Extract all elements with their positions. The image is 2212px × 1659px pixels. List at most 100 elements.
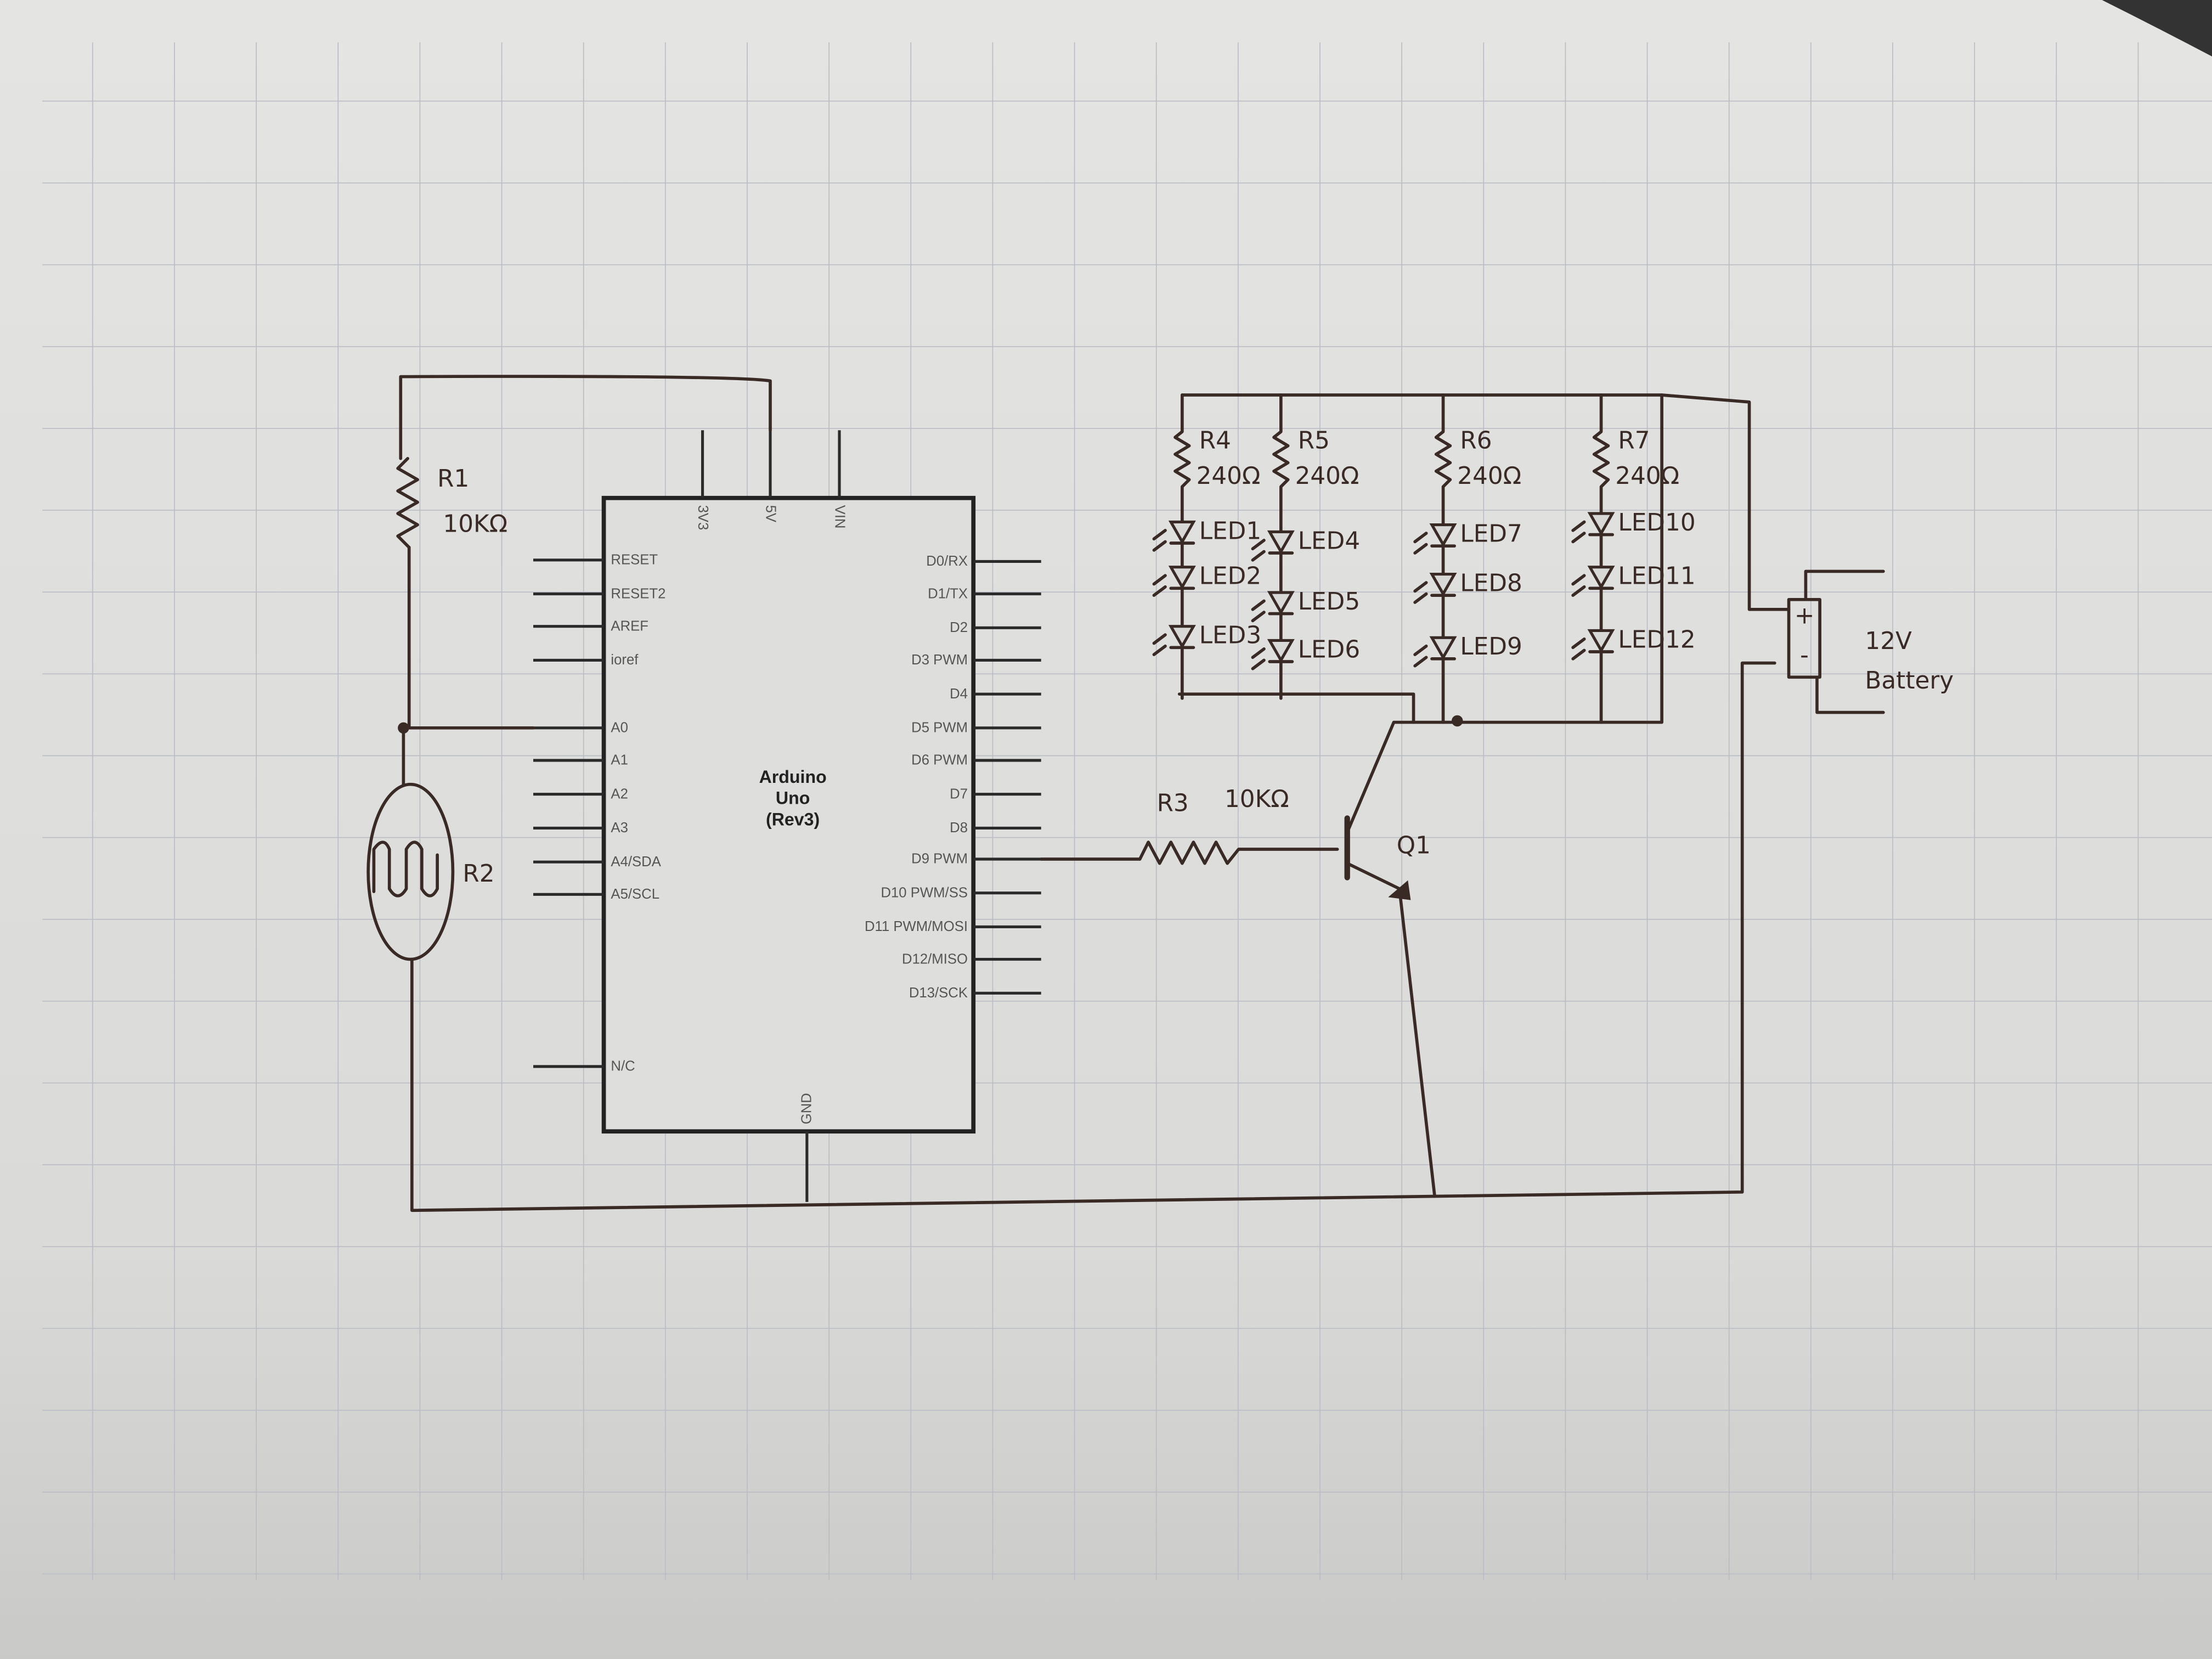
pin-label-right: D10 PWM/SS — [881, 885, 968, 900]
pin-label-right: D0/RX — [926, 554, 968, 569]
pin-label-right: D12/MISO — [902, 951, 968, 967]
grid-lines — [42, 42, 2212, 1581]
resistor-value: 240Ω — [1615, 462, 1679, 490]
led-array-top-bus — [1181, 393, 1791, 611]
pin-label-right: D4 — [950, 686, 968, 702]
led-emission-arrows-icon — [1571, 637, 1586, 661]
junction-collector — [1452, 715, 1463, 727]
resistor-label: R6 — [1460, 427, 1492, 455]
q1-label: Q1 — [1397, 832, 1431, 860]
led-diode-icon — [1587, 566, 1615, 590]
led-label: LED10 — [1618, 509, 1695, 537]
led-label: LED7 — [1460, 520, 1522, 548]
led-diode-icon — [1267, 591, 1295, 616]
pin-label-left: A1 — [611, 753, 628, 768]
resistor-label: R7 — [1618, 427, 1650, 455]
wires — [366, 375, 1885, 1212]
battery-label: Battery — [1865, 667, 1954, 695]
gnd-pin-label: GND — [799, 1093, 815, 1124]
pin-label-left: A2 — [611, 786, 628, 802]
r3-value: 10KΩ — [1224, 785, 1289, 813]
pin-label-left: RESET — [611, 552, 658, 568]
pin-label-left: A4/SDA — [611, 854, 661, 870]
arduino-title-line3: (Rev3) — [766, 809, 820, 829]
battery-symbol — [1787, 569, 1885, 714]
led-diode-icon — [1168, 625, 1196, 649]
led-emission-arrows-icon — [1251, 599, 1266, 623]
pin-label-right: D7 — [950, 786, 968, 802]
resistor-value: 240Ω — [1457, 462, 1521, 490]
resistor-label: R4 — [1199, 427, 1231, 455]
led-diode-icon — [1587, 512, 1615, 537]
led-array: R4240ΩLED1LED2LED3R5240ΩLED4LED5LED6R624… — [1152, 393, 1696, 724]
led-label: LED11 — [1618, 562, 1695, 590]
pin-label-left: RESET2 — [611, 586, 665, 601]
resistor-label: R5 — [1298, 427, 1330, 455]
arduino-title-line2: Uno — [776, 788, 810, 808]
pin-label-left: A3 — [611, 820, 628, 836]
pin-label-right: D3 PWM — [911, 652, 968, 668]
pin-label-left: A5/SCL — [611, 887, 659, 902]
led-emission-arrows-icon — [1413, 581, 1428, 604]
arduino-title-line1: Arduino — [759, 767, 827, 787]
resistor-r3-symbol — [1138, 840, 1339, 865]
led-diode-icon — [1429, 636, 1457, 661]
led-label: LED12 — [1618, 625, 1695, 653]
resistor-symbol — [1434, 393, 1452, 724]
led-emission-arrows-icon — [1571, 520, 1586, 544]
pin-label-left: A0 — [611, 720, 628, 736]
wire-ldr-to-ground — [410, 661, 1776, 1212]
led-emission-arrows-icon — [1251, 539, 1266, 562]
led-label: LED3 — [1199, 622, 1261, 650]
pin-label-right: D11 PWM/MOSI — [865, 919, 968, 934]
led-label: LED5 — [1298, 588, 1360, 616]
paper-corner-shadow — [2102, 0, 2212, 57]
wire-5v-to-r1 — [399, 375, 772, 460]
led-emission-arrows-icon — [1152, 633, 1167, 656]
r3-label: R3 — [1157, 789, 1189, 817]
resistor-value: 240Ω — [1295, 462, 1359, 490]
pin-label-top: 5V — [763, 505, 778, 523]
pin-label-left: ioref — [611, 652, 639, 668]
battery-minus: - — [1800, 641, 1809, 669]
labels: R1 10KΩ R2 R3 10KΩ Q1 + - 12V Battery — [437, 465, 1954, 888]
pin-label-right: D1/TX — [928, 586, 968, 601]
led-diode-icon — [1429, 523, 1457, 548]
led-emission-arrows-icon — [1413, 532, 1428, 555]
pin-label-right: D6 PWM — [911, 753, 968, 768]
pin-label-top: VIN — [832, 505, 847, 529]
pin-label-right: D9 PWM — [911, 851, 968, 867]
pin-label-right: D13/SCK — [909, 985, 968, 1001]
resistor-r1-symbol — [396, 456, 419, 549]
led-diode-icon — [1267, 530, 1295, 555]
ldr-serpentine — [372, 840, 439, 898]
pin-label-left: N/C — [611, 1059, 635, 1074]
led-emission-arrows-icon — [1571, 574, 1586, 597]
led-emission-arrows-icon — [1152, 529, 1167, 552]
led-emission-arrows-icon — [1413, 644, 1428, 668]
r1-label: R1 — [437, 465, 469, 493]
led-label: LED4 — [1298, 527, 1360, 555]
pin-label-right: D8 — [950, 820, 968, 836]
led-diode-icon — [1587, 629, 1615, 653]
led-diode-icon — [1267, 639, 1295, 663]
resistor-value: 240Ω — [1197, 462, 1261, 490]
r2-label: R2 — [462, 860, 494, 888]
led-diode-icon — [1168, 520, 1196, 545]
resistor-symbol — [1272, 393, 1290, 700]
pin-label-left: AREF — [611, 618, 648, 634]
battery-plus: + — [1795, 602, 1815, 630]
led-array-right-side — [1412, 393, 1663, 724]
resistor-symbol — [1592, 393, 1610, 724]
led-label: LED6 — [1298, 635, 1360, 663]
emitter-arrow — [1388, 880, 1411, 900]
battery-voltage: 12V — [1865, 627, 1912, 655]
led-label: LED8 — [1460, 569, 1522, 597]
pin-label-right: D5 PWM — [911, 720, 968, 736]
